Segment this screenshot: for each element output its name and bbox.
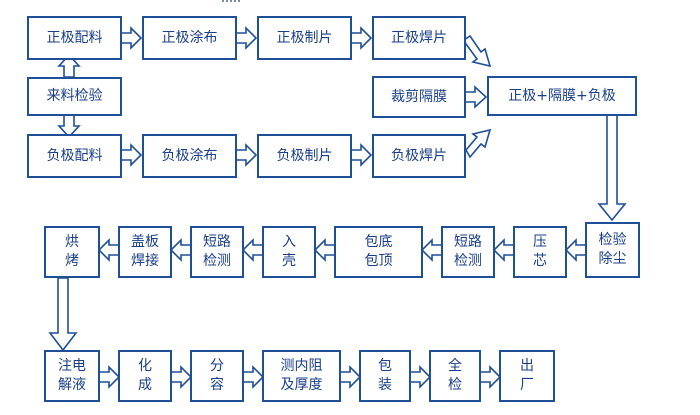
incoming-inspection-step: 来料检验	[27, 77, 122, 116]
electrolyte-injection-step: 注电 解液	[44, 350, 100, 402]
arrow-right	[350, 26, 373, 50]
full-inspection-step: 全 检	[429, 350, 481, 402]
arrow-right	[339, 365, 362, 389]
arrow-right	[120, 143, 143, 167]
wrapping-step: 包底 包顶	[334, 226, 423, 278]
arrow-right	[98, 365, 121, 389]
arrow-left	[97, 238, 120, 262]
casing-step: 入 壳	[262, 226, 316, 278]
decorative-dots	[222, 0, 240, 5]
arrow-down	[597, 113, 627, 222]
cap-welding-step: 盖板 焊接	[118, 226, 172, 278]
positive-slitting-step: 正极制片	[257, 16, 352, 60]
arrow-right	[120, 26, 143, 50]
arrow-left	[564, 238, 587, 262]
negative-welding-step: 负极焊片	[372, 134, 466, 178]
arrow-up	[57, 53, 81, 78]
arrow-diagonal	[465, 128, 492, 159]
formation-step: 化 成	[118, 350, 172, 402]
pressing-step: 压 芯	[513, 226, 567, 278]
short-test-1-step: 短路 检测	[441, 226, 495, 278]
negative-coating-step: 负极涂布	[142, 134, 237, 178]
baking-step: 烘 烤	[44, 226, 100, 278]
separator-cutting-step: 裁剪隔膜	[372, 76, 466, 118]
arrow-left	[241, 238, 264, 262]
arrow-right	[464, 85, 488, 109]
arrow-right	[235, 26, 258, 50]
arrow-left	[169, 238, 192, 262]
negative-mixing-step: 负极配料	[27, 134, 122, 178]
positive-coating-step: 正极涂布	[142, 16, 237, 60]
arrow-right	[409, 365, 432, 389]
inspect-dedust-step: 检验 除尘	[585, 222, 640, 278]
arrow-right	[235, 143, 258, 167]
packing-step: 包 装	[359, 350, 411, 402]
grading-step: 分 容	[190, 350, 244, 402]
shipping-step: 出 厂	[499, 350, 555, 402]
arrow-diagonal	[462, 34, 492, 68]
resistance-thickness-step: 测内阻 及厚度	[262, 350, 341, 402]
short-test-2-step: 短路 检测	[190, 226, 244, 278]
positive-mixing-step: 正极配料	[27, 16, 122, 60]
arrow-left	[420, 238, 443, 262]
arrow-down	[57, 114, 81, 139]
arrow-right	[170, 365, 193, 389]
arrow-left	[492, 238, 515, 262]
winding-stack-step: 正极+隔膜+负极	[487, 76, 637, 116]
arrow-right	[242, 365, 265, 389]
positive-welding-step: 正极焊片	[372, 16, 466, 60]
arrow-down	[48, 277, 78, 352]
arrow-right	[479, 365, 502, 389]
arrow-left	[313, 238, 336, 262]
arrow-right	[350, 143, 373, 167]
negative-slitting-step: 负极制片	[257, 134, 352, 178]
